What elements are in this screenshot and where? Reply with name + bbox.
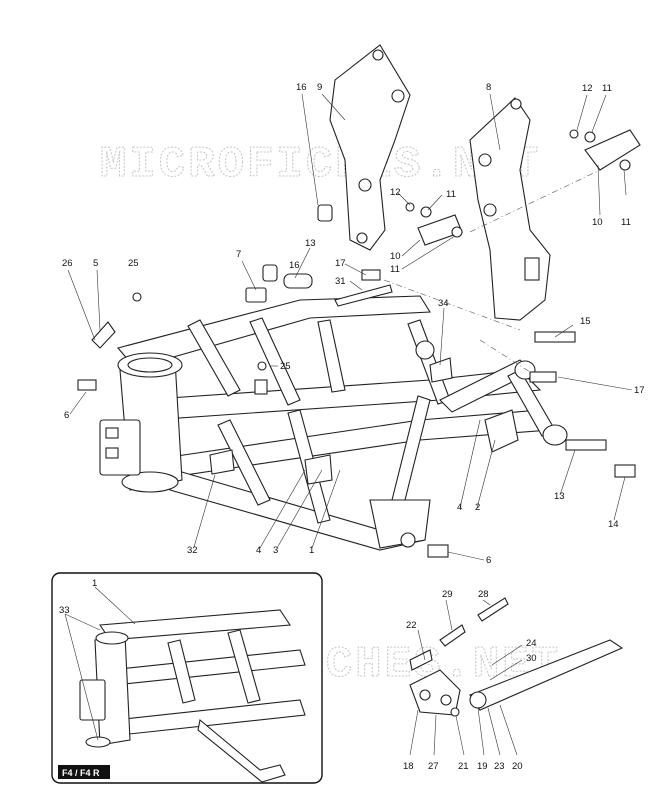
callout-18: 18 — [403, 761, 414, 772]
callout-22: 22 — [406, 620, 417, 631]
callout-11: 11 — [446, 189, 456, 200]
callout-15: 15 — [580, 316, 591, 327]
callout-30: 30 — [526, 653, 537, 664]
callout-17: 17 — [634, 385, 645, 396]
callout-16: 16 — [296, 82, 307, 93]
callout-17: 17 — [335, 258, 346, 269]
plate-9 — [329, 44, 411, 251]
callout-33: 33 — [59, 605, 70, 616]
callout-12: 12 — [390, 187, 401, 198]
callout-12: 12 — [582, 83, 593, 94]
callout-10: 10 — [592, 217, 603, 228]
callout-27: 27 — [428, 761, 439, 772]
watermark-top: MICROFICHES.NET — [100, 140, 541, 190]
callout-4: 4 — [457, 502, 462, 513]
callout-11: 11 — [390, 264, 400, 275]
callout-28: 28 — [478, 589, 489, 600]
callout-1: 1 — [309, 545, 314, 556]
callout-13: 13 — [305, 238, 316, 249]
main-frame — [99, 295, 568, 551]
callout-20: 20 — [512, 761, 523, 772]
callout-6: 6 — [64, 410, 69, 421]
plate-8 — [469, 97, 551, 321]
side-stand-assembly: 29 28 22 24 30 18 27 21 19 23 20 — [403, 589, 624, 772]
callout-25: 25 — [280, 361, 291, 372]
bracket-10-right — [584, 129, 641, 171]
callout-29: 29 — [442, 589, 453, 600]
callout-4: 4 — [256, 545, 261, 556]
callout-8: 8 — [486, 82, 491, 93]
callout-34: 34 — [438, 298, 449, 309]
callout-13: 13 — [554, 491, 565, 502]
inset-label-box — [58, 765, 110, 779]
callout-6: 6 — [486, 555, 491, 566]
inset-label: F4 / F4 R — [62, 768, 100, 778]
inset-panel: F4 / F4 R 1 33 — [51, 572, 323, 784]
callout-25: 25 — [128, 258, 139, 269]
callout-2: 2 — [475, 502, 480, 513]
callout-24: 24 — [526, 638, 537, 649]
callout-11: 11 — [621, 217, 631, 228]
callout-1: 1 — [92, 578, 97, 589]
callout-14: 14 — [608, 519, 619, 530]
callout-11: 11 — [602, 83, 612, 94]
callout-9: 9 — [317, 82, 322, 93]
leader-lines — [67, 93, 633, 561]
callout-32: 32 — [187, 545, 198, 556]
callout-26: 26 — [62, 258, 73, 269]
callout-16: 16 — [289, 260, 300, 271]
callout-23: 23 — [494, 761, 505, 772]
callout-3: 3 — [273, 545, 278, 556]
callout-7: 7 — [236, 249, 241, 260]
callout-21: 21 — [458, 761, 469, 772]
callout-5: 5 — [93, 258, 98, 269]
callout-10: 10 — [390, 251, 401, 262]
callout-31: 31 — [335, 276, 346, 287]
callout-19: 19 — [477, 761, 488, 772]
